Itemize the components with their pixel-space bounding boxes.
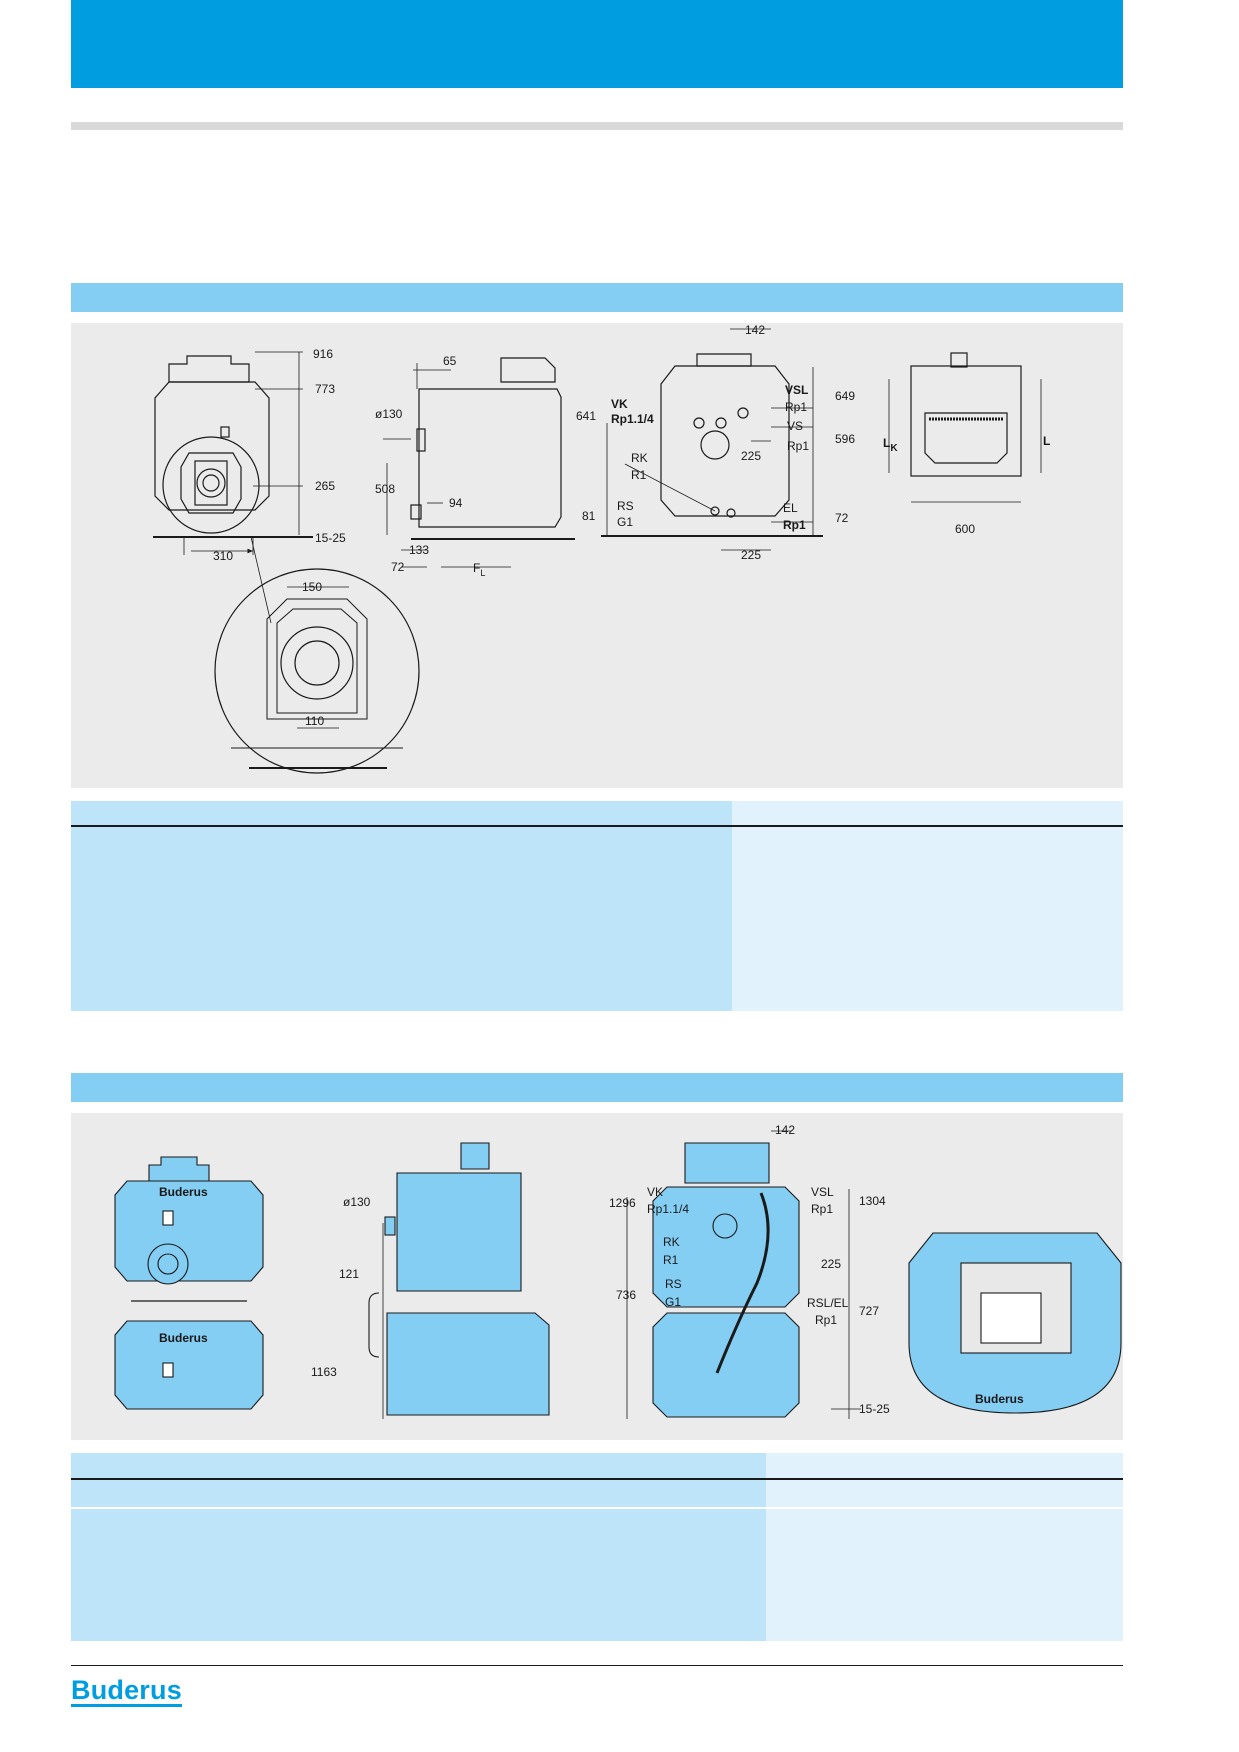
buderus-logo: Buderus (71, 1675, 182, 1707)
label-rsl-thread: Rp1 (815, 1313, 837, 1327)
dim-110: 110 (305, 714, 324, 728)
section-2-band (71, 1073, 1123, 1102)
section-1-band (71, 283, 1123, 312)
dim-l: L (1043, 434, 1050, 448)
dim-dia130: ø130 (375, 407, 403, 421)
side-view (383, 357, 575, 568)
label-vs-thread: Rp1 (787, 439, 809, 453)
dim-142: 142 (745, 323, 765, 337)
label-vsl-2: VSL (811, 1185, 834, 1199)
dim-lk: LK (883, 436, 898, 454)
dim-310: 310 (213, 549, 233, 563)
rear-view-2 (652, 1142, 800, 1418)
dim-72-rear: 72 (835, 511, 849, 525)
label-el: EL (783, 501, 798, 515)
dim-fl: FL (473, 561, 485, 578)
dim-736: 736 (616, 1288, 636, 1302)
table-2-header-rule (71, 1478, 1123, 1480)
dim-81: 81 (582, 509, 596, 523)
dim-508: 508 (375, 482, 395, 496)
label-rs-thread-2: G1 (665, 1295, 681, 1309)
section-2-drawing-panel: Buderus Buderus Buderus ø130 121 1163 14… (71, 1113, 1123, 1440)
dim-773: 773 (315, 382, 335, 396)
label-rs: RS (617, 499, 634, 513)
dim-596: 596 (835, 432, 855, 446)
label-vsl: VSL (785, 383, 808, 397)
label-vs: VS (787, 419, 803, 433)
section-1-drawing-panel: 916 773 265 15-25 310 150 110 65 ø130 50… (71, 323, 1123, 788)
dim-72-side: 72 (391, 560, 405, 574)
dim-1304: 1304 (859, 1194, 886, 1208)
label-rs-thread: G1 (617, 515, 633, 529)
dim-15-25-2: 15-25 (859, 1402, 890, 1416)
dimension-drawing-2: Buderus Buderus Buderus ø130 121 1163 14… (114, 1123, 1122, 1419)
dim-142-2: 142 (775, 1123, 795, 1137)
dim-dia130-2: ø130 (343, 1195, 371, 1209)
side-view-2 (368, 1142, 550, 1416)
dim-15-25: 15-25 (315, 531, 346, 545)
label-rk-thread-2: R1 (663, 1253, 679, 1267)
label-vsl-thread: Rp1 (785, 400, 807, 414)
table-1-right (732, 801, 1123, 1011)
dim-225-upper: 225 (741, 449, 761, 463)
dim-1163: 1163 (311, 1365, 337, 1379)
label-vk-2: VK (647, 1185, 663, 1199)
dim-600: 600 (955, 522, 975, 536)
product-logo-lower: Buderus (159, 1331, 208, 1345)
product-logo-upper: Buderus (159, 1185, 208, 1199)
dim-265: 265 (315, 479, 335, 493)
label-vsl-thread-2: Rp1 (811, 1202, 833, 1216)
label-vk-thread-2: Rp1.1/4 (647, 1202, 689, 1216)
dim-65: 65 (443, 354, 457, 368)
label-el-thread: Rp1 (783, 518, 806, 532)
dimension-drawing-1: 916 773 265 15-25 310 150 110 65 ø130 50… (153, 323, 1050, 774)
label-rsl-el: RSL/EL (807, 1296, 849, 1310)
table-2-row-rule (71, 1507, 1123, 1509)
dim-641: 641 (576, 409, 596, 423)
dim-727: 727 (859, 1304, 879, 1318)
rear-view (601, 328, 823, 551)
dim-225-2: 225 (821, 1257, 841, 1271)
dim-150: 150 (302, 580, 322, 594)
product-logo-top: Buderus (975, 1392, 1024, 1406)
header-divider (71, 122, 1123, 130)
dim-121: 121 (339, 1267, 359, 1281)
front-view (153, 351, 313, 624)
detail-view (214, 568, 420, 774)
header-bar (71, 0, 1123, 88)
table-2-right (766, 1453, 1123, 1641)
front-view-2 (114, 1156, 264, 1410)
table-1-header-rule (71, 825, 1123, 827)
label-rk-thread: R1 (631, 468, 647, 482)
dim-916: 916 (313, 347, 333, 361)
label-vk: VK (611, 397, 628, 411)
label-rk: RK (631, 451, 648, 465)
label-vk-thread: Rp1.1/4 (611, 412, 654, 426)
dim-133: 133 (409, 543, 429, 557)
top-view-2 (908, 1232, 1122, 1414)
table-2-left (71, 1453, 766, 1641)
dim-649: 649 (835, 389, 855, 403)
dim-225-lower: 225 (741, 548, 761, 562)
label-rs-2: RS (665, 1277, 682, 1291)
top-view (888, 352, 1042, 503)
dim-94: 94 (449, 496, 463, 510)
dim-1296: 1296 (609, 1196, 636, 1210)
footer-rule (71, 1665, 1123, 1666)
table-1-left (71, 801, 732, 1011)
label-rk-2: RK (663, 1235, 680, 1249)
